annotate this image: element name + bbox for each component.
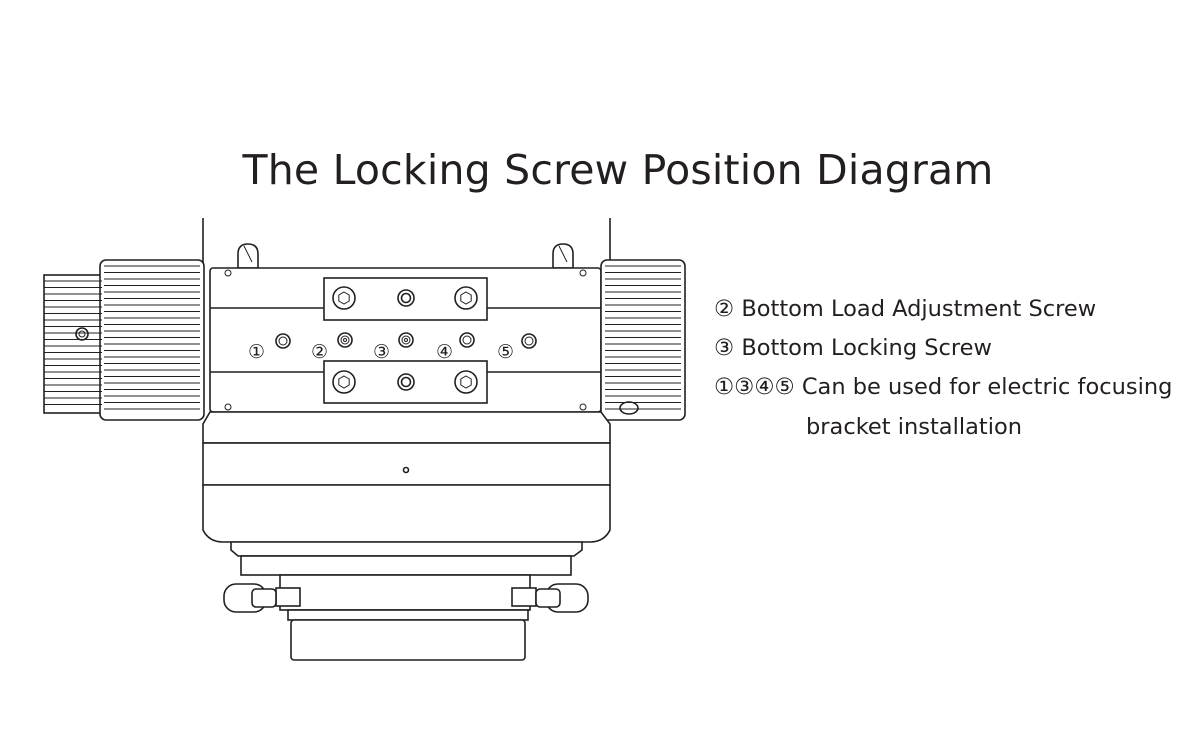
- top-ear-left: [237, 243, 259, 269]
- left-focus-knob: [43, 259, 205, 421]
- legend-item-load-adjustment: ② Bottom Load Adjustment Screw: [714, 296, 1097, 322]
- screw-4: [459, 332, 475, 348]
- screw-1: [275, 333, 291, 349]
- screw-3: [398, 332, 414, 348]
- right-focus-knob: [600, 259, 686, 421]
- top-ear-right: [552, 243, 574, 269]
- marker-5: ⑤: [497, 341, 514, 363]
- legend-item-electric-focusing: ①③④⑤ Can be used for electric focusing: [714, 374, 1173, 400]
- diagram-title: The Locking Screw Position Diagram: [242, 146, 994, 194]
- top-plate: [323, 277, 488, 321]
- marker-1: ①: [248, 341, 265, 363]
- marker-3: ③: [373, 341, 390, 363]
- marker-4: ④: [436, 341, 453, 363]
- screw-2: [337, 332, 353, 348]
- legend-item-locking-screw: ③ Bottom Locking Screw: [714, 335, 992, 361]
- legend-item-electric-focusing-continued: bracket installation: [806, 414, 1022, 440]
- lower-body: [202, 411, 611, 661]
- focuser-block: [209, 267, 602, 413]
- marker-2: ②: [311, 341, 328, 363]
- screw-5: [521, 333, 537, 349]
- bottom-plate: [323, 360, 488, 404]
